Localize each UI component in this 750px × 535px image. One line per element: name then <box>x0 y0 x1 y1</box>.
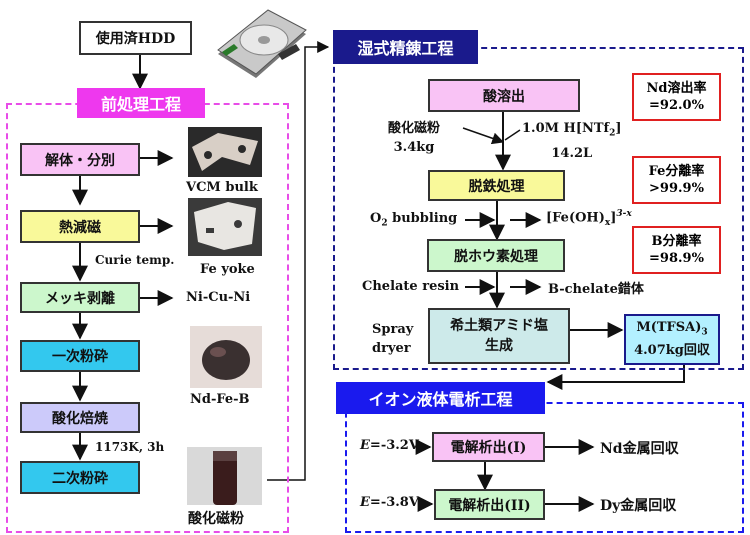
feoh-text: [Fe(OH) <box>546 210 605 226</box>
output-ni-cu-ni: Ni-Cu-Ni <box>186 290 251 305</box>
potential-2-symbol: E <box>360 495 370 510</box>
pre-step-dismantle: 解体・分別 <box>20 143 140 176</box>
o2-text: O <box>370 211 382 226</box>
output-dy-metal: Dy金属回収 <box>600 498 677 514</box>
chelate-resin-label: Chelate resin <box>362 279 460 294</box>
rate-fe-separation: Fe分離率 >99.9% <box>632 156 721 204</box>
b-chelate-label: B-chelate錯体 <box>548 282 644 297</box>
wet-section-title: 湿式精錬工程 <box>333 30 478 64</box>
hdd-source-box: 使用済HDD <box>79 21 192 55</box>
ionic-step-electrodeposition-1: 電解析出(I) <box>432 432 545 462</box>
arrow-feed-left <box>462 127 505 145</box>
output-vcm-bulk: VCM bulk <box>186 180 258 195</box>
tfsa-text: M(TFSA) <box>636 320 702 336</box>
wet-step-acid-dissolution: 酸溶出 <box>428 79 580 112</box>
potential-1: E=-3.2V <box>360 438 419 453</box>
fe-yoke-photo <box>188 198 262 256</box>
rate-b-separation: B分離率 =98.9% <box>632 226 721 274</box>
feed-acid: 1.0M H[NTf2] 14.2L <box>522 119 622 163</box>
arrow-tfsa-to-ionic <box>546 365 685 390</box>
output-nd-fe-b: Nd-Fe-B <box>190 392 250 407</box>
tfsa-formula: M(TFSA)3 <box>636 319 707 342</box>
o2-bubbling-label: O2 bubbling <box>370 211 457 229</box>
wet-step-amide-salt: 希土類アミド塩 生成 <box>428 308 570 364</box>
wet-step-boron-removal: 脱ホウ素処理 <box>427 239 565 272</box>
vcm-bulk-photo <box>188 127 262 177</box>
bubbling-text: bubbling <box>387 211 458 226</box>
output-fe-yoke: Fe yoke <box>200 262 255 277</box>
arrow-feed-right <box>504 129 521 141</box>
pre-step-primary-crush: 一次粉砕 <box>20 340 140 372</box>
arrow-pre-to-wet <box>267 41 330 481</box>
pre-step-demagnetize: 熱減磁 <box>20 210 140 243</box>
tfsa-sub: 3 <box>701 327 708 338</box>
oxidized-powder-photo <box>187 447 262 505</box>
potential-1-value: =-3.2V <box>369 438 419 453</box>
spray-dryer-label: Spray dryer <box>372 322 414 356</box>
pre-section-title: 前処理工程 <box>77 88 205 118</box>
potential-2: E=-3.8V <box>360 495 419 510</box>
pre-step-secondary-crush: 二次粉砕 <box>20 461 140 494</box>
fe-hydroxide-label: [Fe(OH)x]3-x <box>546 209 632 228</box>
curie-temp-label: Curie temp. <box>95 253 175 267</box>
tfsa-recovery: 4.07kg回収 <box>634 342 710 358</box>
feoh-sup: 3-x <box>616 209 632 219</box>
ionic-step-electrodeposition-2: 電解析出(II) <box>434 489 545 520</box>
feed-acid-text: 1.0M H[NTf <box>522 121 610 136</box>
feoh-close: ] <box>610 210 617 226</box>
pre-step-plating-removal: メッキ剥離 <box>20 282 140 313</box>
rate-nd-dissolution: Nd溶出率 =92.0% <box>632 73 721 121</box>
feed-acid-volume: 14.2L <box>551 145 593 161</box>
roast-condition-label: 1173K, 3h <box>95 440 165 454</box>
potential-1-symbol: E <box>360 438 370 453</box>
tfsa-product-box: M(TFSA)3 4.07kg回収 <box>624 314 720 365</box>
feoh-sub: x <box>604 217 611 228</box>
feed-acid-close: ] <box>615 121 622 136</box>
feed-oxidized-powder: 酸化磁粉 3.4kg <box>388 121 441 155</box>
nd-fe-b-photo <box>190 326 262 388</box>
o2-sub: 2 <box>381 218 388 229</box>
pre-step-oxidative-roast: 酸化焙焼 <box>20 402 140 433</box>
output-nd-metal: Nd金属回収 <box>600 441 679 457</box>
ionic-section-title: イオン液体電析工程 <box>336 382 545 414</box>
wet-section-frame <box>333 47 744 370</box>
wet-step-iron-removal: 脱鉄処理 <box>428 170 565 201</box>
hdd-photo <box>212 4 308 82</box>
output-oxidized-powder: 酸化磁粉 <box>188 511 244 527</box>
feed-acid-sub: 2 <box>609 128 616 139</box>
potential-2-value: =-3.8V <box>369 495 419 510</box>
